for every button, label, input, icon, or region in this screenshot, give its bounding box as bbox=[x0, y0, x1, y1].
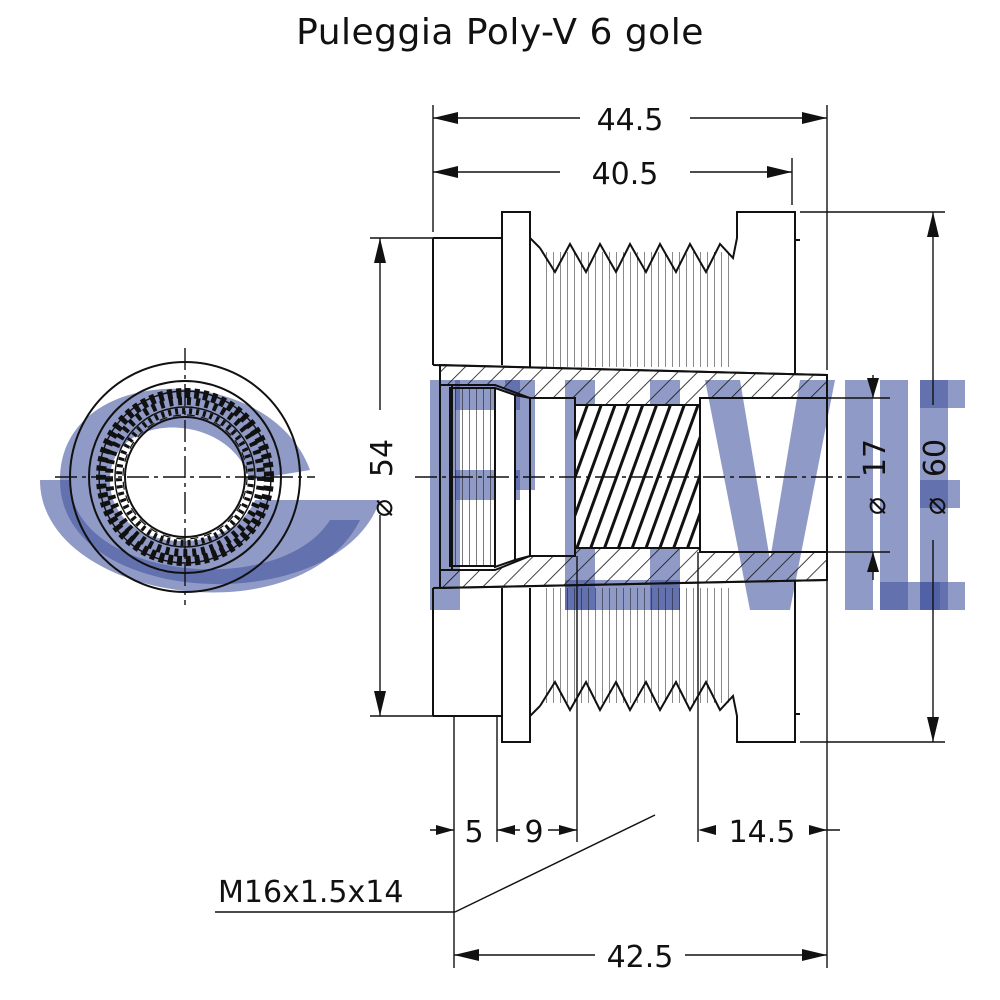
dim-offset-1: 5 bbox=[464, 815, 483, 850]
dimension-texts: 44.5 40.5 42.5 5 9 14.5 M16x1.5x14 ⌀ 54 … bbox=[218, 103, 953, 975]
dim-groove-length: 40.5 bbox=[592, 157, 659, 192]
diameter-symbol: ⌀ bbox=[365, 499, 400, 517]
dim-offset-2: 9 bbox=[524, 815, 543, 850]
dim-overall-length: 44.5 bbox=[597, 103, 664, 138]
side-view bbox=[415, 211, 860, 743]
pulley-upper-half bbox=[432, 211, 828, 376]
diameter-symbol: ⌀ bbox=[918, 497, 953, 515]
diameter-symbol: ⌀ bbox=[858, 497, 893, 515]
dim-offset-3: 14.5 bbox=[729, 815, 796, 850]
drawing-title: Puleggia Poly-V 6 gole bbox=[296, 12, 704, 53]
shaft-section bbox=[439, 363, 828, 590]
end-view bbox=[55, 348, 315, 605]
dim-shaft-length: 42.5 bbox=[607, 940, 674, 975]
diameter-17-value: 17 bbox=[858, 439, 893, 477]
dim-diameter-54: ⌀ 54 bbox=[365, 439, 400, 517]
diameter-54-value: 54 bbox=[365, 439, 400, 477]
thread-label: M16x1.5x14 bbox=[218, 875, 403, 910]
dim-diameter-60: ⌀ 60 bbox=[918, 439, 953, 515]
dimension-lines bbox=[215, 105, 945, 968]
dim-diameter-17: ⌀ 17 bbox=[858, 439, 893, 515]
diameter-60-value: 60 bbox=[918, 439, 953, 477]
